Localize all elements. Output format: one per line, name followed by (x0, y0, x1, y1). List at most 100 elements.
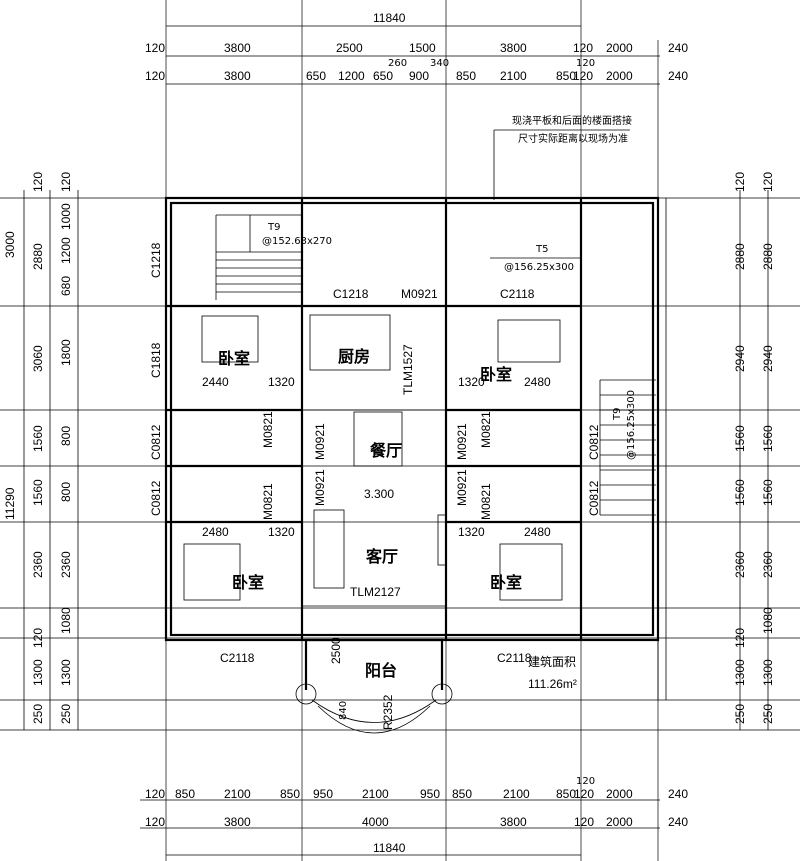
dim-top2-2: 3800 (224, 69, 251, 83)
overall-width-top: 11840 (373, 11, 406, 25)
label-d840: 840 (338, 701, 349, 720)
room-balcony: 阳台 (365, 661, 397, 680)
dim-right2-8: 2360 (761, 551, 775, 578)
dim-bot-3: 2100 (224, 787, 251, 801)
stair-spec-t9: @152.63x270 (262, 236, 332, 247)
label-c1218-left: C1218 (149, 242, 163, 278)
left-dimensions: 3000 11290 120 2880 3060 1560 1560 2360 … (3, 172, 79, 730)
dim-right2-10: 1300 (761, 659, 775, 686)
dim-bot2-4: 3800 (500, 815, 527, 829)
dim-bot-7: 950 (420, 787, 440, 801)
label-d1320-r: 1320 (458, 375, 485, 389)
kitchen-counter (309, 314, 391, 371)
label-c0812-l1: C0812 (149, 424, 163, 460)
dim-left-8: 1300 (31, 659, 45, 686)
label-d1320-bl: 1320 (268, 525, 295, 539)
dim-top2-3: 650 (306, 69, 326, 83)
dim-bot-9: 2100 (503, 787, 530, 801)
label-c2118-br: C2118 (497, 651, 532, 665)
room-dining: 餐厅 (369, 441, 402, 460)
dim-right2-11: 250 (761, 704, 775, 724)
label-c0812-r2: C0812 (587, 480, 601, 516)
dim-bot2-7: 240 (668, 815, 688, 829)
dim-right2-6: 1560 (761, 425, 775, 452)
label-c1218-top: C1218 (333, 287, 369, 301)
dim-bottom-small: 120 (576, 776, 595, 787)
bed-bottom-left (183, 543, 241, 601)
room-bed-bottom-right: 卧室 (490, 573, 522, 592)
opening-labels: C1218 C1218 M0921 C2118 C1818 TLM1527 M0… (149, 242, 601, 730)
label-m0921-l1: M0921 (313, 423, 327, 460)
dim-left-outer-1: 3000 (3, 231, 17, 258)
dim-right-4: 2940 (733, 345, 747, 372)
dim-left-9: 250 (31, 704, 45, 724)
label-d1320-l: 1320 (268, 375, 295, 389)
right-dimensions: 120 2880 2940 1560 1560 2360 120 1300 25… (733, 172, 775, 730)
dim-top-8: 240 (668, 41, 688, 55)
dim-top-1: 120 (145, 41, 165, 55)
label-m0921-top: M0921 (401, 287, 438, 301)
dim-left-4: 1560 (31, 425, 45, 452)
stair-spec-t5: @156.25x300 (504, 262, 574, 273)
room-labels: 厨房 餐厅 客厅 阳台 卧室 卧室 卧室 卧室 (218, 347, 522, 680)
stair-label-t9r: T9 (612, 408, 623, 421)
label-c0812-l2: C0812 (149, 480, 163, 516)
sofa (313, 509, 345, 589)
note-line-2: 尺寸实际距离以现场为准 (518, 132, 628, 145)
label-d2480-br: 2480 (524, 525, 551, 539)
dim-top-small-3: 120 (576, 58, 595, 69)
dim-left2-10: 800 (59, 426, 73, 446)
label-tlm2127: TLM2127 (350, 585, 401, 599)
dim-left-3: 3060 (31, 345, 45, 372)
room-bed-bottom-left: 卧室 (232, 573, 264, 592)
label-d2480-r: 2480 (524, 375, 551, 389)
dim-top2-9: 850 (556, 69, 576, 83)
dim-left2-15: 2360 (59, 551, 73, 578)
dim-bot2-6: 2000 (606, 815, 633, 829)
dim-bot2-3: 4000 (362, 815, 389, 829)
dim-left-1: 120 (31, 172, 45, 192)
dim-left-6: 2360 (31, 551, 45, 578)
dim-right-9: 120 (733, 628, 747, 648)
label-c2118-bl: C2118 (220, 651, 255, 665)
notes: 现浇平板和后面的楼面搭接 尺寸实际距离以现场为准 建筑面积 111.26m² (493, 114, 632, 691)
dim-bot-12: 2000 (606, 787, 633, 801)
dim-left2-2: 1000 (59, 203, 73, 230)
dim-right-10: 1300 (733, 659, 747, 686)
label-m0821-r1: M0821 (479, 411, 493, 448)
label-m0821-l2: M0821 (261, 483, 275, 520)
dim-top-5: 3800 (500, 41, 527, 55)
label-m0921-l2: M0921 (313, 469, 327, 506)
label-elevation: 3.300 (364, 487, 394, 501)
room-kitchen: 厨房 (338, 347, 370, 366)
stair-label-t9: T9 (267, 222, 280, 233)
dim-left2-17: 1080 (59, 607, 73, 634)
dim-left2-4: 680 (59, 276, 73, 296)
dim-left-2: 2880 (31, 243, 45, 270)
dim-right-6: 1560 (733, 425, 747, 452)
dim-bot2-5: 120 (574, 815, 594, 829)
dim-left-5: 1560 (31, 479, 45, 506)
stair-spec-t9r: @156.25x300 (626, 390, 637, 460)
label-tlm1527: TLM1527 (401, 344, 415, 395)
bed-top-left (201, 315, 259, 363)
dim-right2-4: 2940 (761, 345, 775, 372)
dining-table (353, 411, 403, 467)
dim-top-small-1: 260 (388, 58, 407, 69)
dim-bot-11: 120 (574, 787, 594, 801)
balcony (295, 638, 453, 734)
label-m0821-l1: M0821 (261, 411, 275, 448)
label-m0821-r2: M0821 (479, 483, 493, 520)
dim-top-6: 120 (573, 41, 593, 55)
dim-top2-7: 850 (456, 69, 476, 83)
top-dimensions: 11840 120 3800 2500 1500 3800 120 2000 2… (145, 11, 688, 85)
label-c0812-r1: C0812 (587, 424, 601, 460)
dim-right-2: 2880 (733, 243, 747, 270)
furniture (183, 314, 563, 601)
note-line-1: 现浇平板和后面的楼面搭接 (512, 114, 632, 127)
room-bed-top-right: 卧室 (480, 365, 512, 384)
dim-right2-1: 120 (761, 172, 775, 192)
stairs-right: T9 @156.25x300 (599, 379, 656, 516)
dim-top-small-2: 340 (430, 58, 449, 69)
